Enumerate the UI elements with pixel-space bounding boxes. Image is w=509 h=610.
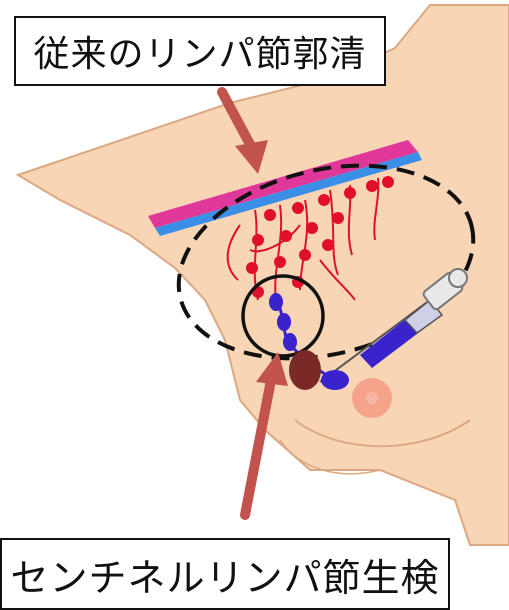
- sentinel-biopsy-label: センチネルリンパ節生検: [0, 538, 450, 610]
- nipple-center: [366, 392, 378, 404]
- conventional-dissection-label: 従来のリンパ節郭清: [14, 16, 386, 86]
- tumor-shape: [289, 350, 321, 390]
- body-silhouette: [18, 5, 509, 545]
